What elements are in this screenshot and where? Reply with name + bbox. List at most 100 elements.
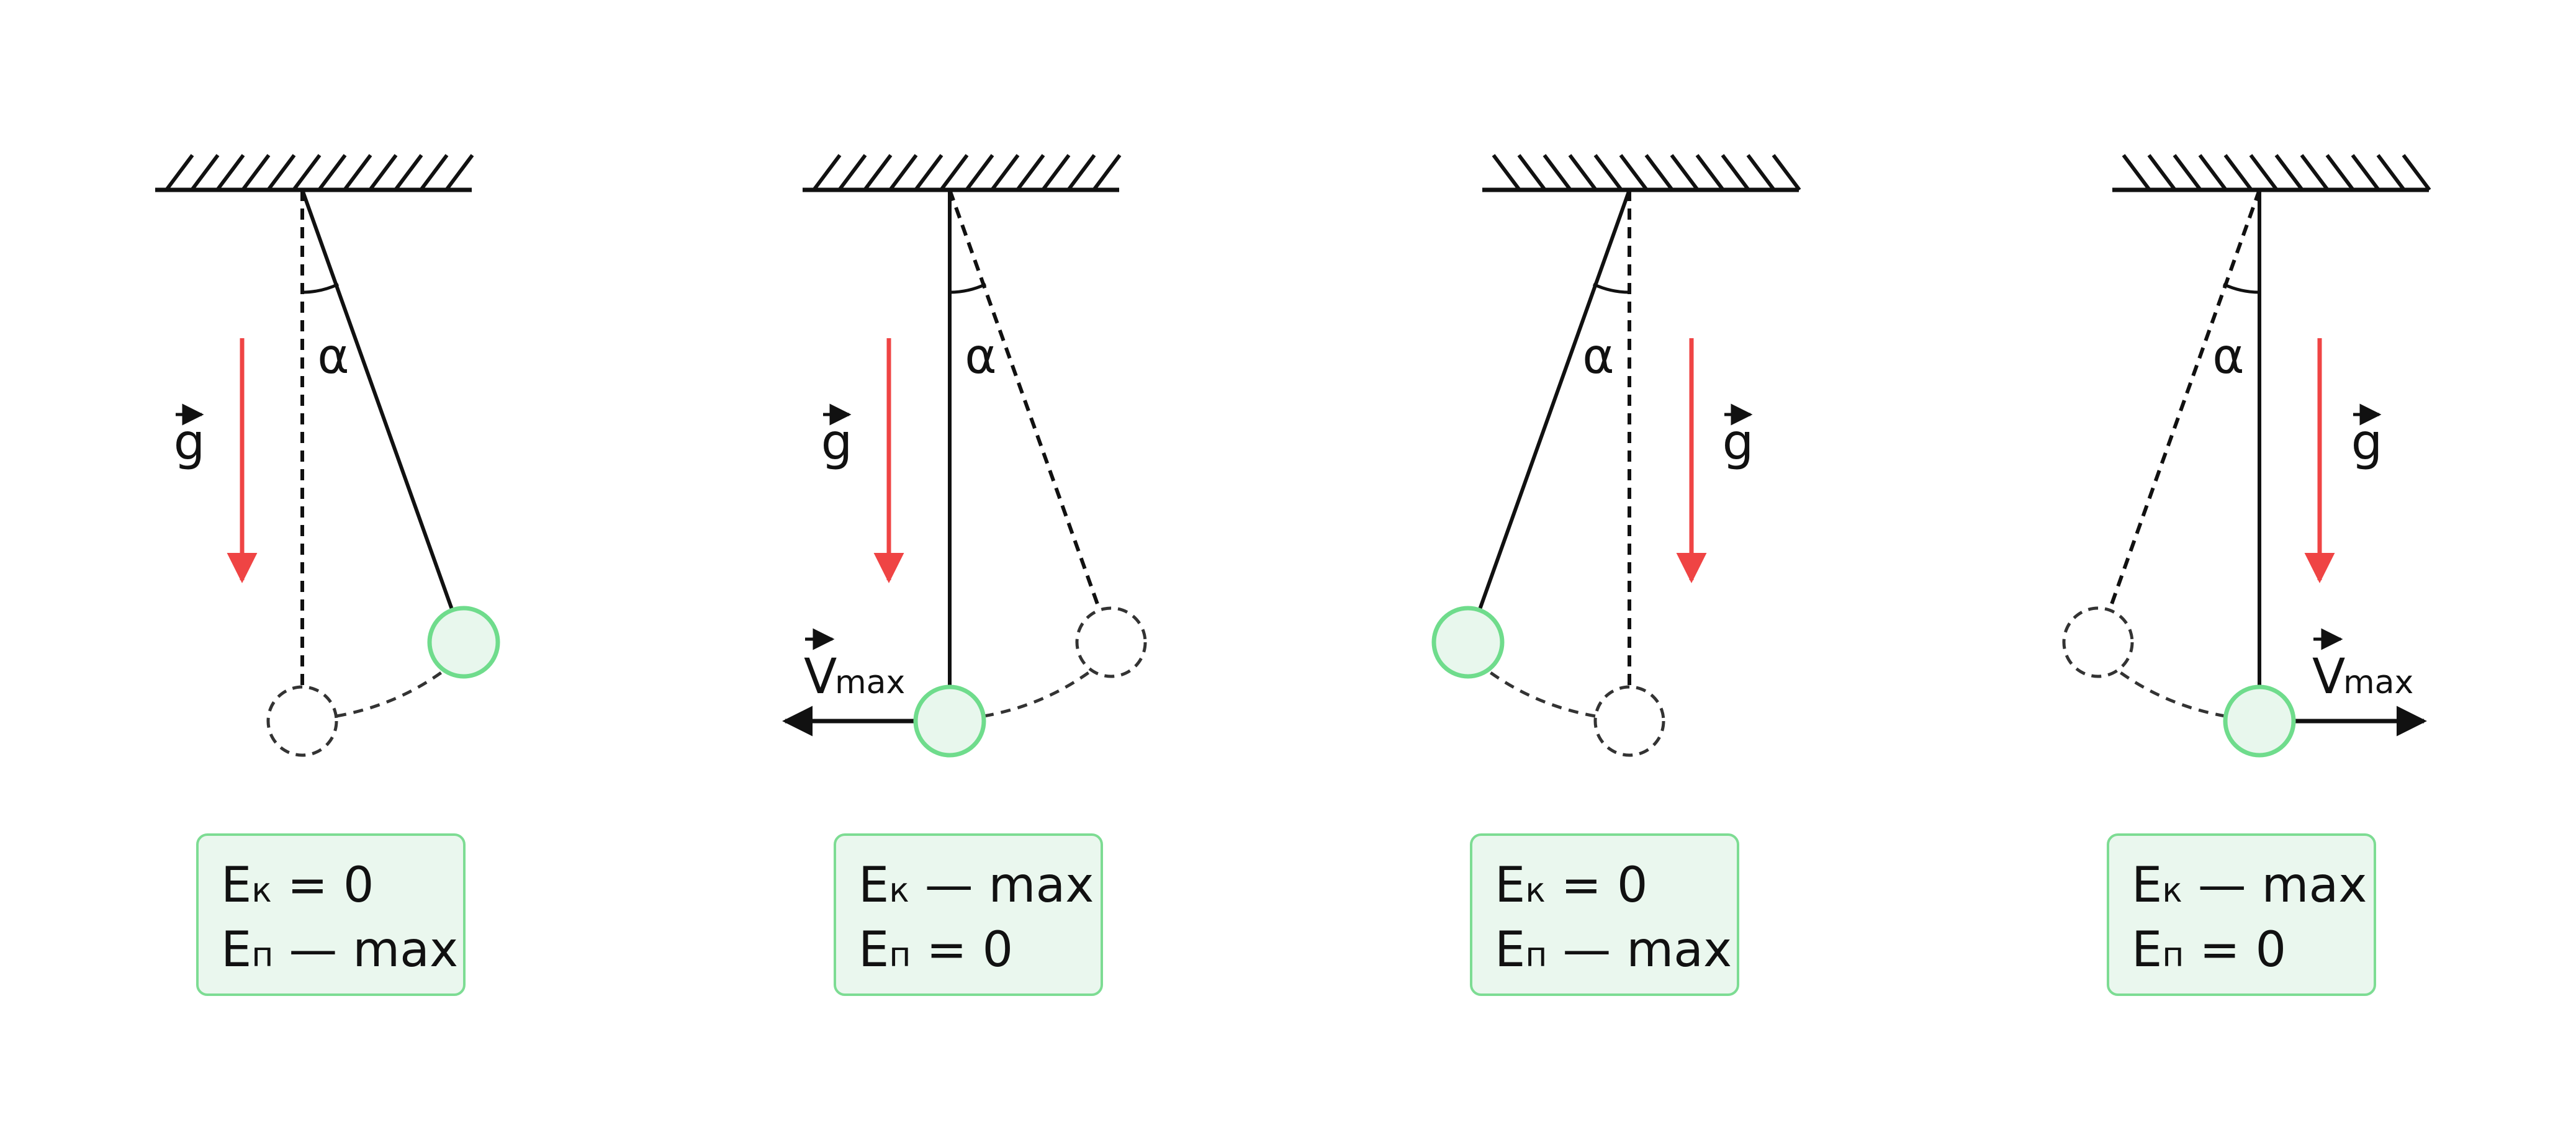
hatch-stroke	[1092, 154, 1122, 191]
energy-box	[2107, 833, 2376, 996]
angle-label: α	[1582, 329, 1614, 385]
hatch-stroke	[1772, 154, 1801, 191]
hatch-stroke	[2223, 154, 2253, 191]
potential-energy-value: = 0	[2184, 922, 2287, 978]
gravity-label: g	[1723, 413, 1754, 471]
hatch-stroke	[2198, 154, 2228, 191]
angle-label: α	[317, 329, 349, 385]
potential-energy-value: = 0	[911, 922, 1014, 978]
hatch-stroke	[343, 154, 372, 191]
kinetic-energy-value: = 0	[272, 858, 374, 913]
ceiling-hatch	[164, 154, 474, 191]
hatch-stroke	[2173, 154, 2202, 191]
trajectory-arc	[1488, 670, 1596, 718]
velocity-label: V	[804, 649, 837, 705]
pendulum-string	[1477, 189, 1631, 611]
hatch-stroke	[241, 154, 271, 191]
potential-energy-subscript: п	[251, 935, 273, 974]
potential-energy: Eп = 0	[858, 922, 1013, 978]
potential-energy-subscript: п	[1525, 935, 1547, 974]
hatch-stroke	[368, 154, 398, 191]
kinetic-energy-subscript: к	[2162, 871, 2182, 910]
potential-energy: Eп — max	[221, 922, 458, 978]
kinetic-energy-subscript: к	[889, 871, 909, 910]
hatch-stroke	[1670, 154, 1700, 191]
pendulum-string	[300, 189, 454, 611]
hatch-stroke	[2351, 154, 2380, 191]
velocity-subscript: max	[2343, 664, 2413, 701]
ceiling-hatch	[2122, 154, 2431, 191]
hatch-stroke	[164, 154, 194, 191]
kinetic-energy: Eк — max	[858, 858, 1094, 913]
kinetic-energy-subscript: к	[1525, 871, 1546, 910]
potential-energy-symbol: E	[221, 922, 251, 978]
potential-energy-symbol: E	[1495, 922, 1525, 978]
hatch-stroke	[444, 154, 474, 191]
ghost-bob	[1075, 606, 1147, 678]
kinetic-energy: Eк — max	[2132, 858, 2367, 913]
trajectory-arc	[336, 670, 443, 718]
kinetic-energy-subscript: к	[251, 871, 272, 910]
kinetic-energy-value: — max	[909, 858, 1094, 913]
kinetic-energy-symbol: E	[858, 858, 889, 913]
hatch-stroke	[863, 154, 893, 191]
hatch-stroke	[419, 154, 449, 191]
hatch-stroke	[292, 154, 322, 191]
trajectory-arc	[2119, 670, 2226, 718]
hatch-stroke	[2249, 154, 2279, 191]
hatch-stroke	[1619, 154, 1649, 191]
hatch-stroke	[2402, 154, 2431, 191]
potential-energy-value: — max	[274, 922, 459, 978]
ceiling-hatch	[812, 154, 1122, 191]
extreme-position-line	[2107, 189, 2261, 611]
potential-energy: Eп = 0	[2132, 922, 2286, 978]
potential-energy-subscript: п	[2162, 935, 2184, 974]
hatch-stroke	[837, 154, 867, 191]
ghost-bob	[2062, 606, 2134, 678]
gravity-label: g	[2351, 413, 2383, 471]
pendulum-bob	[427, 606, 500, 679]
pendulum-bob	[2223, 684, 2296, 758]
energy-box	[196, 833, 466, 996]
potential-energy-value: — max	[1547, 922, 1732, 978]
trajectory-arc	[983, 670, 1091, 718]
velocity-subscript: max	[835, 664, 905, 701]
ceiling-hatch	[1492, 154, 1801, 191]
hatch-stroke	[1721, 154, 1750, 191]
hatch-stroke	[394, 154, 423, 191]
hatch-stroke	[1568, 154, 1598, 191]
angle-arc	[1592, 282, 1630, 294]
angle-label: α	[2212, 329, 2244, 385]
hatch-stroke	[1593, 154, 1623, 191]
ghost-bob	[266, 685, 338, 757]
angle-label: α	[965, 329, 996, 385]
hatch-stroke	[2376, 154, 2406, 191]
hatch-stroke	[215, 154, 245, 191]
hatch-stroke	[990, 154, 1020, 191]
hatch-stroke	[1016, 154, 1045, 191]
hatch-stroke	[1066, 154, 1096, 191]
kinetic-energy: Eк = 0	[1495, 858, 1648, 913]
potential-energy-symbol: E	[858, 922, 889, 978]
kinetic-energy-symbol: E	[1495, 858, 1525, 913]
kinetic-energy-symbol: E	[221, 858, 251, 913]
hatch-stroke	[888, 154, 918, 191]
kinetic-energy-symbol: E	[2132, 858, 2162, 913]
hatch-stroke	[2274, 154, 2304, 191]
gravity-label: g	[174, 413, 205, 471]
kinetic-energy: Eк = 0	[221, 858, 374, 913]
angle-arc	[949, 282, 987, 294]
potential-energy-subscript: п	[889, 935, 911, 974]
hatch-stroke	[1644, 154, 1674, 191]
hatch-stroke	[1041, 154, 1071, 191]
hatch-stroke	[1746, 154, 1776, 191]
hatch-stroke	[812, 154, 842, 191]
hatch-stroke	[317, 154, 347, 191]
hatch-stroke	[2300, 154, 2330, 191]
hatch-stroke	[1542, 154, 1572, 191]
angle-arc	[2222, 282, 2260, 294]
